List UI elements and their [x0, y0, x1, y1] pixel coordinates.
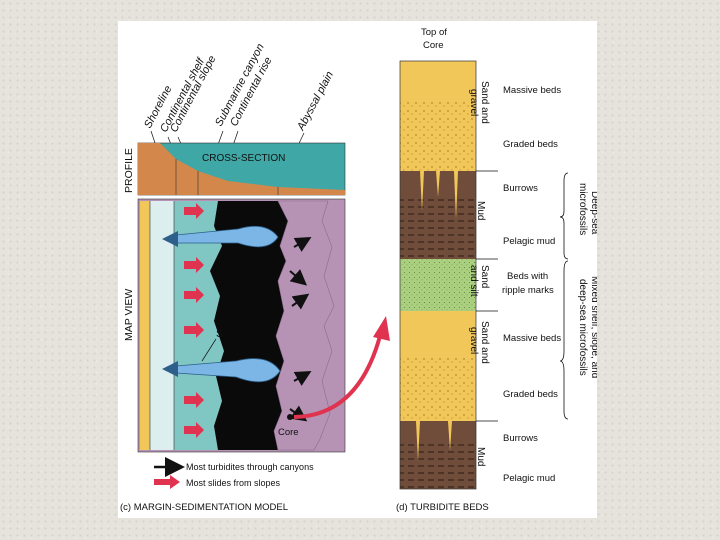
fossil-label-mixed-1: Mixed shelf, slope, and	[589, 276, 597, 378]
fossil-label-deep-2: microfossils	[577, 183, 588, 235]
bed-label-massive-lower: Massive beds	[503, 333, 561, 344]
cross-section-label: CROSS-SECTION	[202, 153, 285, 164]
sediment-label-1a: Sand and	[479, 81, 490, 124]
bed-label-pelagic-upper: Pelagic mud	[503, 236, 555, 247]
figure-slide: Shoreline Continental shelf Continental …	[118, 21, 597, 518]
fossil-brackets	[560, 173, 568, 419]
bed-label-burrows-lower: Burrows	[503, 433, 538, 444]
map-view-label: MAP VIEW	[123, 289, 135, 341]
top-of-core-label-2: Core	[423, 40, 444, 51]
bed-label-graded-lower: Graded beds	[503, 389, 558, 400]
sediment-core-column	[400, 61, 476, 489]
core-location-marker	[287, 414, 293, 420]
fossil-label-deep-1: Deep-sea	[589, 191, 597, 235]
slide-marker-label: S	[216, 328, 223, 340]
fossil-labels: Deep-sea microfossils Mixed shelf, slope…	[577, 183, 597, 378]
sediment-label-4b: gravel	[468, 327, 479, 354]
bed-label-massive-upper: Massive beds	[503, 85, 561, 96]
top-of-core-label-1: Top of	[421, 27, 447, 38]
legend: Most turbidites through canyons Most sli…	[154, 462, 314, 489]
sediment-label-1b: gravel	[468, 89, 479, 116]
sediment-label-5: Mud	[475, 447, 486, 466]
core-label: Core	[278, 427, 299, 438]
caption-d: (d) TURBIDITE BEDS	[396, 502, 489, 513]
legend-slides: Most slides from slopes	[186, 478, 281, 488]
sediment-label-4a: Sand and	[479, 321, 490, 364]
bed-labels: Massive beds Graded beds Burrows Pelagic…	[502, 85, 561, 484]
bed-label-ripple-2: ripple marks	[502, 285, 554, 296]
sediment-label-3b: and silt	[468, 265, 479, 297]
sediment-label-3a: Sand	[479, 265, 490, 288]
legend-turbidites: Most turbidites through canyons	[186, 462, 314, 472]
profile-cross-section: CROSS-SECTION	[138, 143, 345, 195]
bed-label-ripple-1: Beds with	[507, 271, 548, 282]
bed-label-graded-upper: Graded beds	[503, 139, 558, 150]
sediment-label-2: Mud	[475, 201, 486, 220]
bed-label-burrows-upper: Burrows	[503, 183, 538, 194]
zone-label-abyssal-plain: Abyssal plain	[295, 70, 336, 134]
caption-c: (c) MARGIN-SEDIMENTATION MODEL	[120, 502, 288, 513]
bed-label-pelagic-lower: Pelagic mud	[503, 473, 555, 484]
fossil-label-mixed-2: deep-sea microfossils	[577, 279, 588, 376]
profile-label: PROFILE	[123, 148, 135, 193]
margin-sedimentation-figure: Shoreline Continental shelf Continental …	[118, 21, 597, 518]
